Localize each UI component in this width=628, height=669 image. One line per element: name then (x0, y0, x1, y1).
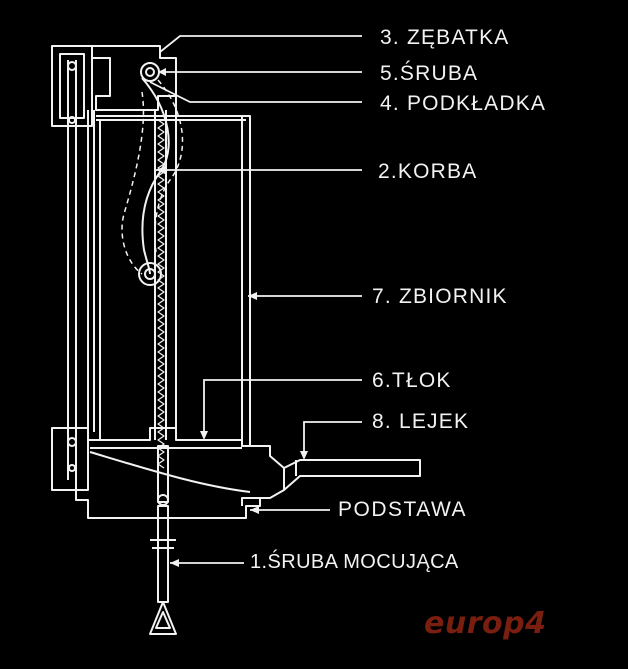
label-podkladka: 4. PODKŁADKA (380, 92, 547, 115)
fixing-screw (149, 494, 177, 635)
leader-korba (156, 166, 362, 174)
label-zbiornik: 7. ZBIORNIK (372, 285, 508, 308)
label-podstawa: PODSTAWA (338, 498, 468, 521)
watermark-logo: europ4 (424, 606, 547, 641)
rack (154, 96, 177, 469)
label-tlok: 6.TŁOK (372, 369, 452, 392)
leader-sruba-mocujaca (170, 559, 244, 567)
label-sruba-mocujaca: 1.ŚRUBA MOCUJĄCA (250, 551, 459, 573)
label-zebatka: 3. ZĘBATKA (380, 26, 510, 49)
left-column (51, 45, 95, 491)
funnel (283, 459, 421, 491)
label-korba: 2.KORBA (378, 160, 478, 183)
leader-zebatka (159, 35, 362, 53)
leader-tlok (200, 379, 362, 440)
base (75, 427, 285, 519)
leader-zbiornik (248, 292, 362, 300)
leader-lejek (300, 421, 362, 460)
label-sruba: 5.ŚRUBA (380, 62, 479, 85)
label-lejek: 8. LEJEK (372, 410, 470, 433)
leader-podkladka (149, 81, 362, 103)
leader-podstawa (250, 506, 330, 514)
leader-sruba (158, 68, 362, 76)
